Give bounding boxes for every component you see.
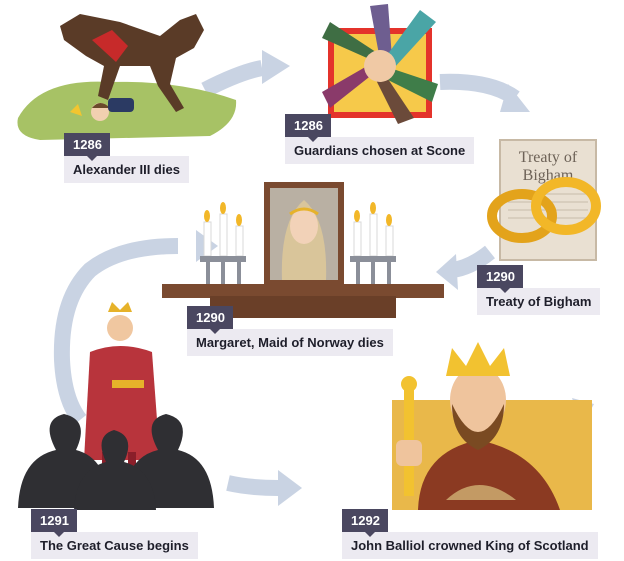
event-6-year: 1292 bbox=[342, 509, 388, 537]
event-6-caption: John Balliol crowned King of Scotland bbox=[342, 532, 598, 559]
event-4-year: 1290 bbox=[187, 306, 233, 334]
joined-hands-icon bbox=[322, 4, 438, 124]
event-5-caption: The Great Cause begins bbox=[31, 532, 198, 559]
event-1-caption: Alexander III dies bbox=[64, 156, 189, 183]
arrow-1-to-2 bbox=[201, 60, 264, 98]
arrowhead-5 bbox=[278, 470, 302, 506]
portrait-candles-icon bbox=[162, 182, 444, 318]
arrow-4-to-5 bbox=[53, 238, 179, 425]
event-1-label: 1286 Alexander III dies bbox=[64, 133, 189, 183]
event-3-caption: Treaty of Bigham bbox=[477, 288, 601, 315]
event-2-label: 1286 Guardians chosen at Scone bbox=[285, 114, 475, 164]
treaty-rings-icon: Treaty of Bigham bbox=[487, 139, 601, 261]
event-3-label: 1290 Treaty of Bigham bbox=[477, 265, 601, 315]
arrowhead-2 bbox=[500, 84, 530, 112]
king-claimants-icon bbox=[18, 302, 214, 510]
event-2-year: 1286 bbox=[285, 114, 331, 142]
treaty-doc-line1: Treaty of bbox=[519, 149, 578, 166]
event-3-year: 1290 bbox=[477, 265, 523, 293]
event-6-label: 1292 John Balliol crowned King of Scotla… bbox=[342, 509, 598, 559]
horse-fall-icon bbox=[17, 14, 237, 140]
arrow-5-to-6 bbox=[226, 475, 279, 496]
event-5-year: 1291 bbox=[31, 509, 77, 537]
event-5-label: 1291 The Great Cause begins bbox=[31, 509, 198, 559]
arrowhead-1 bbox=[262, 50, 290, 84]
crowned-king-icon bbox=[392, 342, 592, 510]
arrowhead-3 bbox=[436, 254, 458, 290]
event-4-caption: Margaret, Maid of Norway dies bbox=[187, 329, 393, 356]
event-1-year: 1286 bbox=[64, 133, 110, 161]
event-4-label: 1290 Margaret, Maid of Norway dies bbox=[187, 306, 393, 356]
